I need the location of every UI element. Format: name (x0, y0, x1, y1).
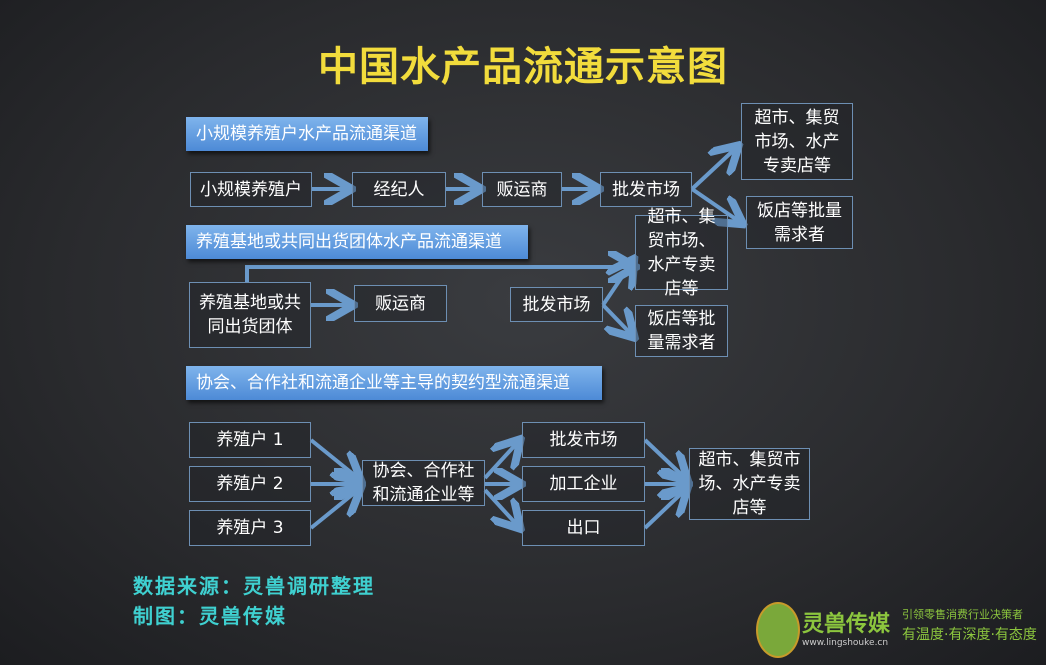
node-wholesale-market: 批发市场 (522, 422, 645, 458)
node-restaurants: 饭店等批量需求者 (746, 196, 853, 249)
node-wholesale-market: 批发市场 (600, 172, 692, 207)
arrow (245, 267, 632, 282)
page-title: 中国水产品流通示意图 (318, 44, 728, 90)
logo-slogan2: 有温度·有深度·有态度 (902, 627, 1037, 643)
node-export: 出口 (522, 510, 645, 546)
logo-slogan: 引领零售消费行业决策者 (902, 608, 1023, 621)
logo-url: www.lingshouke.cn (802, 638, 889, 648)
channel1-banner: 小规模养殖户水产品流通渠道 (186, 117, 428, 151)
node-retail: 超市、集贸市场、水产专卖店等 (689, 448, 810, 520)
node-processing: 加工企业 (522, 466, 645, 502)
arrow (483, 488, 518, 526)
maker-note: 制图：灵兽传媒 (133, 604, 287, 628)
node-small-farmer: 小规模养殖户 (190, 172, 312, 207)
arrow (309, 438, 358, 478)
arrow (309, 490, 358, 530)
node-restaurants: 饭店等批量需求者 (635, 305, 728, 357)
node-retail: 超市、集贸市场、水产专卖店等 (741, 103, 853, 180)
arrow (483, 442, 518, 480)
node-broker: 经纪人 (352, 172, 446, 207)
deer-icon (756, 602, 800, 658)
channel2-banner: 养殖基地或共同出货团体水产品流通渠道 (186, 225, 528, 259)
node-association: 协会、合作社和流通企业等 (362, 460, 485, 506)
arrow (643, 438, 685, 478)
node-trader: 贩运商 (354, 285, 447, 322)
node-trader: 贩运商 (482, 172, 562, 207)
logo-name: 灵兽传媒 (802, 612, 891, 637)
brand-logo: 灵兽传媒 www.lingshouke.cn 引领零售消费行业决策者 有温度·有… (752, 598, 1042, 660)
node-farmer-2: 养殖户 2 (189, 466, 311, 502)
arrow (690, 148, 736, 191)
node-wholesale-market: 批发市场 (510, 287, 603, 322)
node-farmer-1: 养殖户 1 (189, 422, 311, 458)
node-farmer-3: 养殖户 3 (189, 510, 311, 546)
node-retail: 超市、集贸市场、水产专卖店等 (635, 207, 728, 299)
channel3-banner: 协会、合作社和流通企业等主导的契约型流通渠道 (186, 366, 602, 400)
data-source-note: 数据来源：灵兽调研整理 (133, 574, 375, 598)
arrow (601, 303, 632, 335)
node-base: 养殖基地或共同出货团体 (189, 282, 311, 348)
arrow (643, 490, 685, 530)
arrow (690, 187, 740, 222)
arrow (601, 262, 632, 307)
